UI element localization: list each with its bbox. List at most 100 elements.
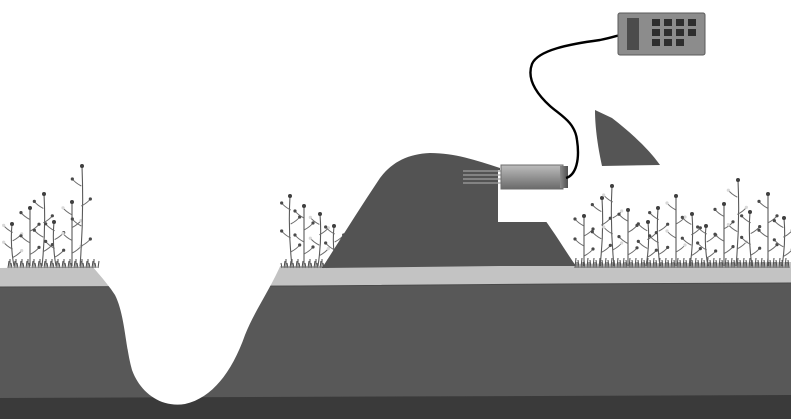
wedge-boulder <box>595 110 660 166</box>
grass-blade <box>94 262 97 269</box>
excavation-pit <box>82 190 282 405</box>
grass-blade <box>694 257 697 269</box>
grass-blade <box>787 259 790 269</box>
grass-blade <box>301 260 304 269</box>
keypad-button <box>652 29 660 36</box>
grass-blade <box>643 259 646 269</box>
sensor-probe-icon <box>463 164 568 190</box>
grass-blade <box>586 257 589 269</box>
grass-blade <box>76 262 79 269</box>
meadow-plant <box>665 194 687 267</box>
grass-blade <box>685 259 688 269</box>
grass-blade <box>55 260 58 269</box>
grass-blade <box>673 259 676 269</box>
grass-blade <box>280 262 283 269</box>
grass-blade <box>652 257 655 269</box>
grass-blade <box>784 257 787 269</box>
grass-blade <box>649 259 652 269</box>
grass-blade <box>622 257 625 269</box>
meadow-plant <box>648 206 670 267</box>
grass-blade <box>628 257 631 269</box>
meadow-plant <box>293 204 315 267</box>
device-keypad <box>652 19 696 46</box>
keypad-button <box>664 29 672 36</box>
grass-blade <box>625 259 628 269</box>
grass-blade <box>664 257 667 269</box>
grass-strip <box>7 257 790 269</box>
grass-blade <box>13 260 16 269</box>
keypad-button <box>652 39 660 46</box>
grass-blade <box>598 257 601 269</box>
grass-blade <box>775 259 778 269</box>
grass-blade <box>289 260 292 269</box>
meadow-plant <box>280 194 302 267</box>
grass-blade <box>691 259 694 269</box>
grass-blade <box>760 257 763 269</box>
grass-blade <box>754 257 757 269</box>
grass-blade <box>667 259 670 269</box>
grass-blade <box>619 259 622 269</box>
grass-blade <box>7 260 10 269</box>
meadow-plant <box>32 192 54 267</box>
grass-blade <box>676 257 679 269</box>
probe-body <box>500 164 564 190</box>
grass-blade <box>718 257 721 269</box>
grass-blade <box>595 259 598 269</box>
grass-blade <box>37 260 40 269</box>
keypad-button <box>652 19 660 26</box>
grass-blade <box>655 259 658 269</box>
grass-blade <box>613 259 616 269</box>
meadow-plant <box>696 224 718 267</box>
grass-blade <box>724 257 727 269</box>
grass-blade <box>751 259 754 269</box>
meadow-plant <box>70 164 92 267</box>
grass-blade <box>634 257 637 269</box>
keypad-button <box>676 19 684 26</box>
grass-blade <box>40 262 43 269</box>
grass-blade <box>736 257 739 269</box>
grass-blade <box>574 257 577 269</box>
grass-blade <box>646 257 649 269</box>
meadow-plant <box>680 212 702 267</box>
grass-blade <box>10 262 13 269</box>
grass-blade <box>19 260 22 269</box>
grass-blade <box>616 257 619 269</box>
meadow-plant <box>2 222 24 267</box>
grass-blade <box>697 259 700 269</box>
grass-blade <box>82 262 85 269</box>
device-screen <box>627 18 639 50</box>
probe-cap <box>560 166 568 188</box>
grass-blade <box>22 262 25 269</box>
grass-blade <box>316 262 319 269</box>
grass-blade <box>703 259 706 269</box>
grass-blade <box>577 259 580 269</box>
grass-blade <box>298 262 301 269</box>
keypad-button <box>688 19 696 26</box>
meadow-plant <box>308 212 330 267</box>
grass-blade <box>607 259 610 269</box>
grass-blade <box>580 257 583 269</box>
grass-blade <box>91 260 94 269</box>
grass-blade <box>712 257 715 269</box>
keypad-button <box>676 39 684 46</box>
keypad-button <box>664 39 672 46</box>
meadow-plant <box>713 202 735 267</box>
meadow-plant <box>602 184 624 267</box>
grass-blade <box>733 259 736 269</box>
grass-blade <box>313 260 316 269</box>
meadow-plant <box>590 196 612 267</box>
grass-blade <box>679 259 682 269</box>
device-cable <box>529 33 621 180</box>
grass-blade <box>772 257 775 269</box>
keypad-button <box>688 29 696 36</box>
grass-blade <box>61 260 64 269</box>
grass-blade <box>589 259 592 269</box>
grass-blade <box>748 257 751 269</box>
grass-blade <box>742 257 745 269</box>
grass-blade <box>661 259 664 269</box>
control-unit-icon <box>617 12 706 56</box>
grass-blade <box>52 262 55 269</box>
meadow-plant <box>19 206 41 266</box>
keypad-button <box>664 19 672 26</box>
